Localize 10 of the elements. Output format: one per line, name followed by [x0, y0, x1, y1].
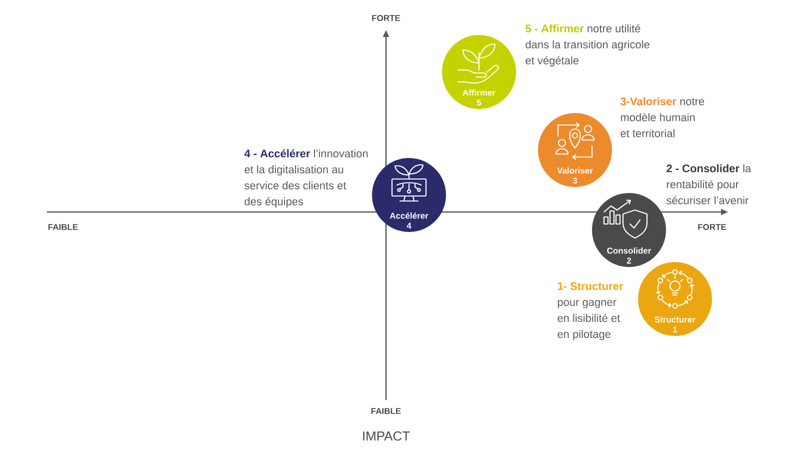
axis-label: FAIBLE: [371, 408, 401, 414]
axis-label: FORTE: [372, 15, 400, 21]
description-text: 1- Structurer pour gagner en lisibilité et en pilotage: [558, 282, 624, 340]
description-text: 5 - Affirmer notre utilité dans la transition agricole et végétale: [526, 24, 650, 67]
description-text: 3-Valoriser notre modèle humain et territorial: [620, 97, 704, 138]
description-text: 4 - Accélérer l’innovation et la digitalisation au service des clients et des équipes: [244, 149, 368, 208]
axis-label: FORTE: [698, 224, 726, 230]
axis-title: IMPACT: [363, 431, 410, 441]
description-text: 2 - Consolider la rentabilité pour sécuriser l’avenir: [666, 164, 752, 204]
axis-label: FAIBLE: [48, 224, 78, 230]
